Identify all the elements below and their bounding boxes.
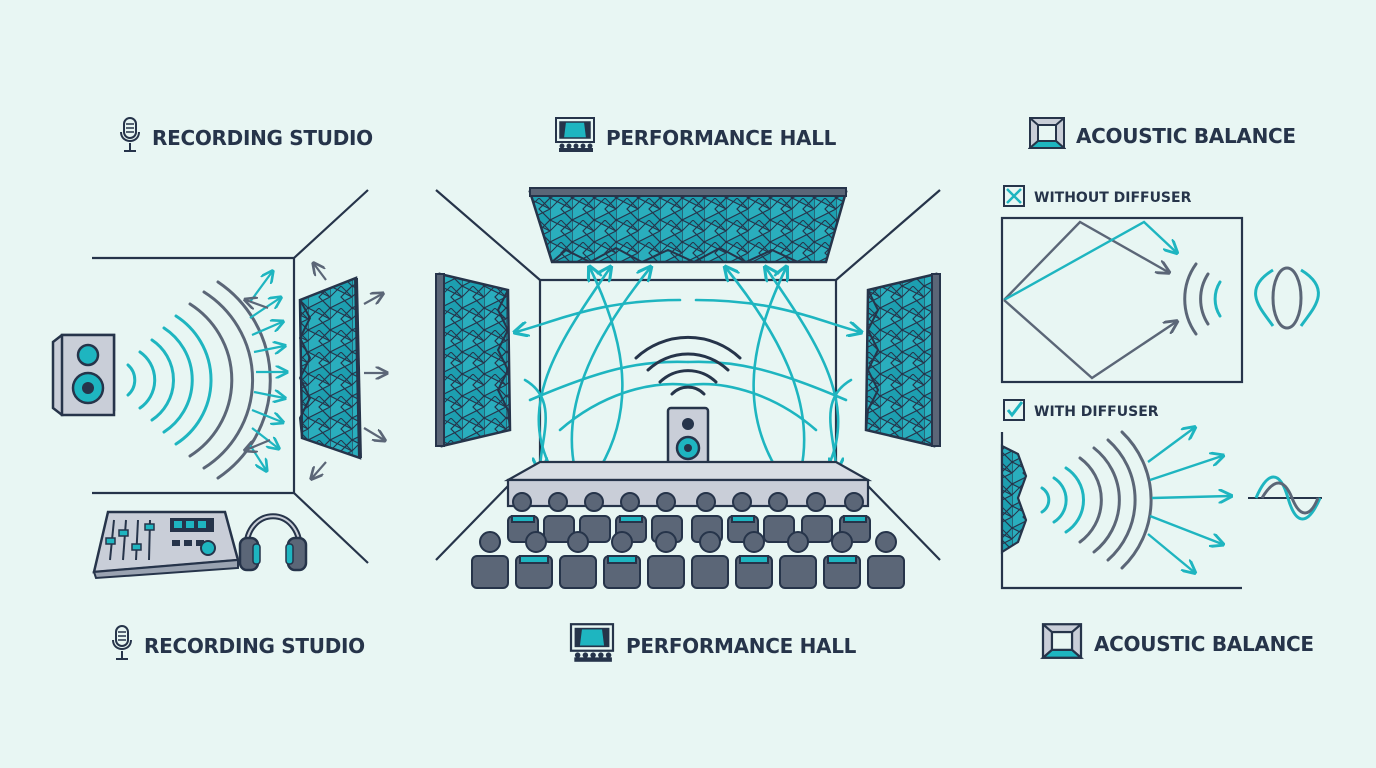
- header-text: RECORDING STUDIO: [152, 125, 373, 150]
- header-text: PERFORMANCE HALL: [606, 125, 837, 150]
- studio-diffuser-panel: [298, 276, 362, 460]
- header-recording-studio-bottom: RECORDING STUDIO: [110, 622, 365, 669]
- without-diffuser-text: WITHOUT DIFFUSER: [1034, 190, 1192, 206]
- diffuser-panel-icon: [1027, 116, 1067, 155]
- theater-icon: [568, 622, 616, 669]
- header-acoustic-balance-bottom: ACOUSTIC BALANCE: [1040, 622, 1314, 665]
- performance-hall-scene: [435, 187, 941, 589]
- with-diffuser-text: WITH DIFFUSER: [1034, 404, 1159, 420]
- without-diffuser-label: WITHOUT DIFFUSER: [1002, 184, 1191, 212]
- header-recording-studio-top: RECORDING STUDIO: [118, 116, 373, 159]
- stage-speaker-icon: [666, 406, 710, 468]
- microphone-icon: [110, 622, 134, 669]
- header-text: ACOUSTIC BALANCE: [1094, 631, 1314, 656]
- header-acoustic-balance-top: ACOUSTIC BALANCE: [1027, 116, 1296, 155]
- microphone-icon: [118, 116, 142, 159]
- without-diffuser-diagram: [1000, 216, 1320, 384]
- header-performance-hall-top: PERFORMANCE HALL: [554, 116, 836, 159]
- mixer-console-icon: [92, 510, 240, 580]
- right-wall-diffuser-panel: [864, 272, 941, 448]
- ceiling-diffuser-panel: [528, 187, 848, 264]
- left-wall-diffuser-panel: [435, 272, 512, 448]
- balanced-wave-icon: [1248, 475, 1322, 521]
- with-diffuser-diagram: [1000, 428, 1322, 590]
- audience-seats: [471, 492, 905, 589]
- with-diffuser-label: WITH DIFFUSER: [1002, 398, 1159, 426]
- header-text: PERFORMANCE HALL: [626, 633, 857, 658]
- check-box-icon: [1002, 398, 1026, 426]
- diffuser-panel-icon: [1040, 622, 1084, 665]
- recording-studio-scene: [51, 189, 386, 580]
- header-text: RECORDING STUDIO: [144, 633, 365, 658]
- headphones-icon: [238, 513, 308, 572]
- x-box-icon: [1002, 184, 1026, 212]
- acoustic-balance-scene: [1000, 216, 1322, 590]
- header-performance-hall-bottom: PERFORMANCE HALL: [568, 622, 856, 669]
- uneven-wave-icon: [1254, 266, 1320, 330]
- header-text: ACOUSTIC BALANCE: [1076, 123, 1296, 148]
- studio-speaker-icon: [51, 333, 116, 417]
- theater-icon: [554, 116, 596, 159]
